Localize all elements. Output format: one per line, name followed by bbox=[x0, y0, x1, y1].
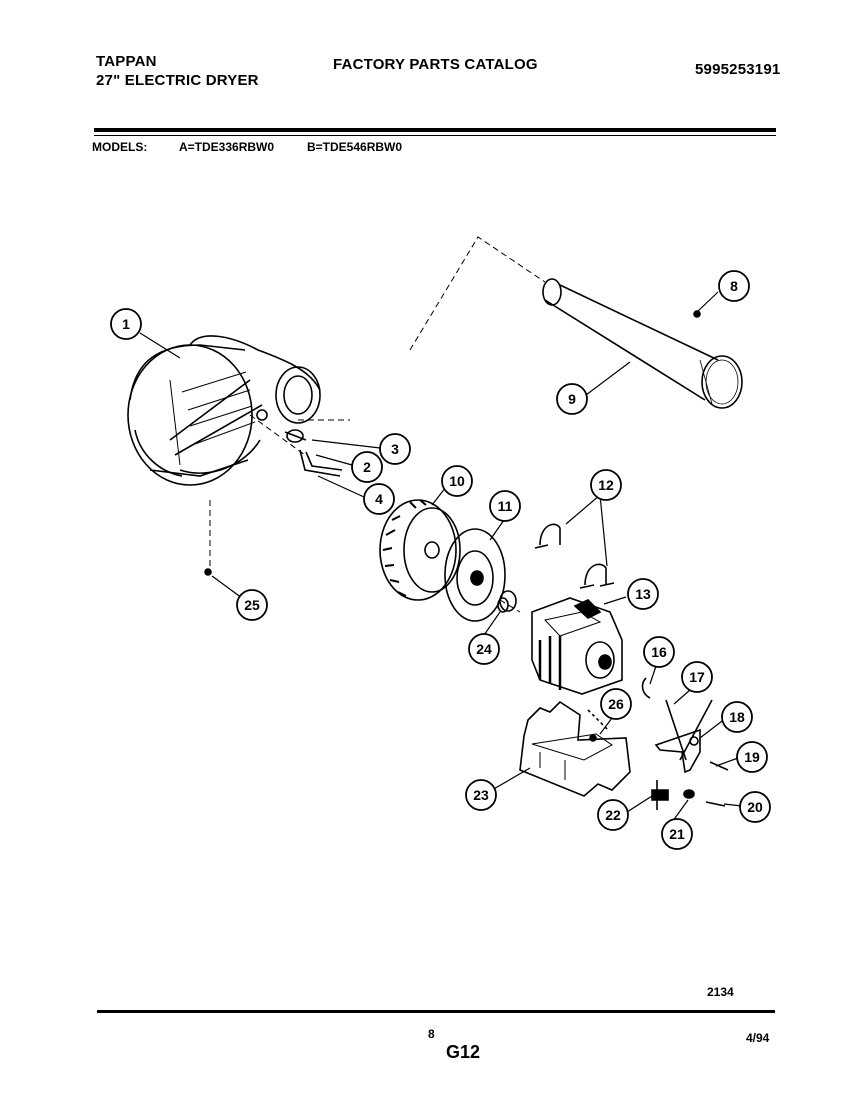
models-label: MODELS: bbox=[92, 140, 148, 154]
callout-10: 10 bbox=[441, 465, 473, 497]
callout-11: 11 bbox=[489, 490, 521, 522]
callout-4: 4 bbox=[363, 483, 395, 515]
callout-24: 24 bbox=[468, 633, 500, 665]
callout-13: 13 bbox=[627, 578, 659, 610]
model-a: A=TDE336RBW0 bbox=[179, 140, 275, 154]
revision-date: 4/94 bbox=[746, 1031, 770, 1045]
motor-bushing-part bbox=[497, 590, 517, 613]
blower-housing-part bbox=[127, 335, 321, 486]
assembly-guide-lines bbox=[209, 236, 546, 613]
svg-text:12: 12 bbox=[598, 477, 614, 493]
callout-17: 17 bbox=[681, 661, 713, 693]
svg-text:1: 1 bbox=[122, 316, 130, 332]
brand-name: TAPPAN bbox=[96, 53, 157, 70]
callout-19: 19 bbox=[736, 741, 768, 773]
page-number: 8 bbox=[428, 1027, 435, 1041]
svg-text:10: 10 bbox=[449, 473, 465, 489]
svg-text:8: 8 bbox=[730, 278, 738, 294]
model-b: B=TDE546RBW0 bbox=[307, 140, 403, 154]
svg-text:25: 25 bbox=[244, 597, 260, 613]
svg-text:21: 21 bbox=[669, 826, 685, 842]
svg-text:24: 24 bbox=[476, 641, 492, 657]
callout-1: 1 bbox=[110, 308, 142, 340]
svg-text:4: 4 bbox=[375, 491, 383, 507]
callout-leaders bbox=[139, 291, 743, 826]
drive-motor-part bbox=[531, 597, 623, 695]
motor-clip-part bbox=[641, 677, 651, 699]
svg-text:20: 20 bbox=[747, 799, 763, 815]
callout-20: 20 bbox=[739, 791, 771, 823]
svg-text:3: 3 bbox=[391, 441, 399, 457]
svg-text:11: 11 bbox=[498, 498, 513, 514]
callout-21: 21 bbox=[661, 818, 693, 850]
svg-text:9: 9 bbox=[568, 391, 576, 407]
callout-2: 2 bbox=[351, 451, 383, 483]
svg-text:16: 16 bbox=[651, 644, 667, 660]
callout-18: 18 bbox=[721, 701, 753, 733]
callout-25: 25 bbox=[236, 589, 268, 621]
callout-16: 16 bbox=[643, 636, 675, 668]
section-code: G12 bbox=[446, 1042, 481, 1062]
callout-26: 26 bbox=[600, 688, 632, 720]
callout-3: 3 bbox=[379, 433, 411, 465]
housing-bracket-parts bbox=[256, 409, 343, 477]
blower-wheel-part bbox=[379, 499, 461, 601]
footer-divider bbox=[97, 1010, 775, 1013]
callout-9: 9 bbox=[556, 383, 588, 415]
diagram-code: 2134 bbox=[707, 985, 734, 999]
housing-screw-part bbox=[204, 568, 212, 576]
svg-text:19: 19 bbox=[744, 749, 760, 765]
svg-text:17: 17 bbox=[689, 669, 705, 685]
svg-text:13: 13 bbox=[635, 586, 651, 602]
catalog-number: 5995253191 bbox=[695, 61, 781, 78]
callout-8: 8 bbox=[718, 270, 750, 302]
header-divider bbox=[94, 128, 776, 132]
idler-arm-parts bbox=[654, 699, 729, 774]
svg-text:18: 18 bbox=[729, 709, 745, 725]
header-divider-thin bbox=[94, 135, 776, 136]
svg-text:26: 26 bbox=[608, 696, 624, 712]
callout-22: 22 bbox=[597, 799, 629, 831]
motor-clamp-parts bbox=[534, 523, 615, 589]
svg-text:23: 23 bbox=[473, 787, 489, 803]
exhaust-duct-part bbox=[542, 278, 743, 409]
svg-text:22: 22 bbox=[605, 807, 621, 823]
product-description: 27" ELECTRIC DRYER bbox=[96, 72, 259, 89]
svg-text:2: 2 bbox=[363, 459, 371, 475]
callout-23: 23 bbox=[465, 779, 497, 811]
mounting-small-parts bbox=[651, 780, 726, 810]
callout-12: 12 bbox=[590, 469, 622, 501]
motor-mount-part bbox=[519, 700, 631, 797]
catalog-title: FACTORY PARTS CATALOG bbox=[333, 56, 538, 73]
blower-seal-part bbox=[444, 528, 506, 622]
callout-bubbles: 1 2 3 4 8 9 10 11 12 13 16 17 18 19 20 2… bbox=[110, 270, 771, 850]
